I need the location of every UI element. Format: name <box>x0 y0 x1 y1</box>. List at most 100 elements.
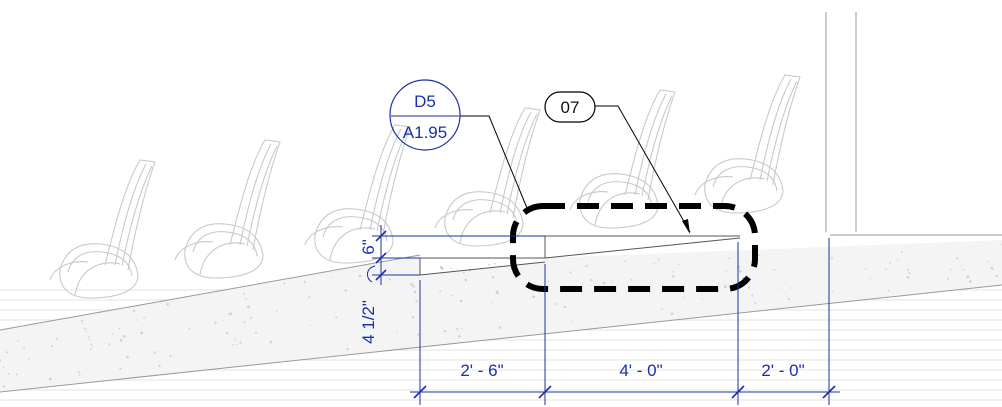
section-tag-leader <box>460 115 528 209</box>
stipple-dot <box>153 351 156 354</box>
tile <box>520 369 560 401</box>
stipple-dot <box>15 373 18 376</box>
stipple-dot <box>85 330 88 333</box>
tile <box>920 329 960 361</box>
seat-silhouette <box>174 139 281 279</box>
stipple-dot <box>897 258 899 260</box>
stipple-dot <box>831 257 833 260</box>
stipple-dot <box>232 343 235 346</box>
section-tag-detail: D5 <box>414 92 436 111</box>
stipple-dot <box>773 269 776 271</box>
tile <box>760 369 800 401</box>
keynote-number: 07 <box>561 98 580 117</box>
keynote-tag[interactable]: 07 <box>544 91 691 234</box>
stipple-dot <box>88 338 91 340</box>
stipple-dot <box>790 287 793 289</box>
stipple-dot <box>132 309 136 313</box>
tile <box>600 329 640 361</box>
stipple-dot <box>999 243 1002 246</box>
stipple-dot <box>488 263 491 266</box>
seat-silhouette <box>49 159 156 299</box>
stipple-dot <box>169 355 172 358</box>
stipple-dot <box>412 285 415 288</box>
stipple-dot <box>450 294 453 297</box>
seat-silhouette <box>569 89 676 229</box>
stipple-dot <box>950 269 952 271</box>
stipple-dot <box>885 268 887 270</box>
stipple-dot <box>657 258 660 261</box>
stipple-dot <box>624 260 627 263</box>
stipple-dot <box>23 346 25 349</box>
stipple-dot <box>547 280 549 283</box>
tile <box>680 329 720 361</box>
tile <box>800 369 840 401</box>
stipple-dot <box>0 359 2 362</box>
stipple-dot <box>494 262 496 265</box>
tile <box>760 329 800 361</box>
stipple-dot <box>413 290 417 294</box>
stipple-dot <box>670 312 674 316</box>
stipple-dot <box>787 298 790 301</box>
section-tag[interactable]: D5 A1.95 <box>389 79 528 209</box>
stipple-dot <box>346 347 349 351</box>
stipple-dot <box>728 257 731 260</box>
stipple-dot <box>602 282 606 285</box>
tile <box>960 329 1000 361</box>
stipple-dot <box>901 250 903 253</box>
stipple-dot <box>490 301 493 303</box>
stipple-dot <box>416 333 420 336</box>
stipple-dot <box>585 264 588 268</box>
stipple-dot <box>255 331 257 334</box>
stipple-dot <box>682 296 684 298</box>
tile <box>880 369 920 401</box>
tile <box>560 329 600 361</box>
stipple-dot <box>243 321 246 324</box>
tile <box>200 369 240 401</box>
stipple-dot <box>660 308 663 310</box>
tile <box>960 289 1000 321</box>
tile <box>360 369 400 401</box>
stipple-dot <box>17 340 20 342</box>
stipple-dot <box>960 265 963 267</box>
tile <box>720 329 760 361</box>
stipple-dot <box>136 319 138 321</box>
stipple-dot <box>335 316 338 319</box>
stipple-dot <box>269 340 273 344</box>
stipple-dot <box>143 316 145 319</box>
tile <box>0 289 40 321</box>
stipple-dot <box>555 303 557 305</box>
tile <box>560 369 600 401</box>
stipple-dot <box>228 313 231 316</box>
tile <box>480 369 520 401</box>
stipple-dot <box>80 319 84 322</box>
riser-height-label: 6" <box>359 239 378 255</box>
stipple-dot <box>303 280 306 283</box>
stipple-dot <box>3 366 5 368</box>
stipple-dot <box>464 278 468 282</box>
stipple-dot <box>677 263 680 266</box>
dimension-segment-1: 2' - 6" <box>460 361 503 380</box>
stipple-dot <box>396 331 398 334</box>
stipple-dot <box>995 274 998 278</box>
stipple-dot <box>459 299 463 303</box>
stipple-dot <box>234 338 237 341</box>
seat-silhouette <box>434 107 541 247</box>
stipple-dot <box>126 355 129 359</box>
stipple-dot <box>724 285 727 289</box>
stipple-dot <box>864 268 867 270</box>
tile <box>920 369 960 401</box>
stipple-dot <box>92 346 94 349</box>
stipple-dot <box>87 335 90 338</box>
stipple-dot <box>243 293 246 295</box>
step-height-label: 4 1/2" <box>359 300 378 344</box>
stipple-dot <box>119 338 123 342</box>
stipple-dot <box>496 291 500 294</box>
tile <box>640 369 680 401</box>
stipple-dot <box>330 276 332 278</box>
stipple-dot <box>112 333 114 335</box>
stipple-dot <box>757 254 760 257</box>
stipple-dot <box>590 279 593 282</box>
stipple-dot <box>460 327 463 329</box>
stipple-dot <box>462 271 465 274</box>
step-detail <box>419 235 741 276</box>
